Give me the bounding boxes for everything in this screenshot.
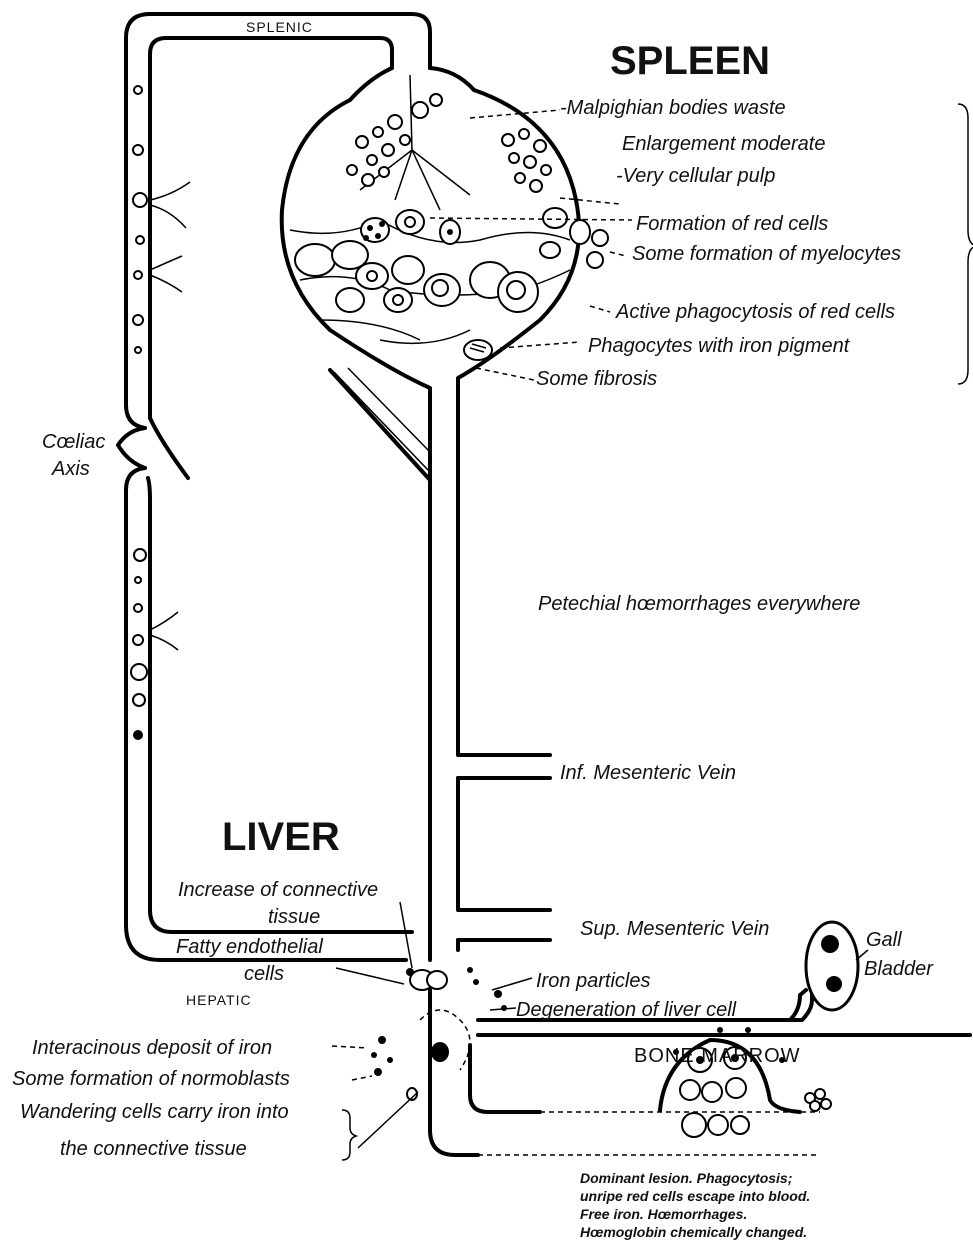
dominant-lesion-note: Free iron. Hœmorrhages. (580, 1206, 747, 1222)
liver-note: Degeneration of liver cell (516, 999, 737, 1021)
spleen-note: Enlargement moderate (622, 133, 825, 155)
liver-note: cells (244, 963, 284, 985)
spleen-organ (282, 75, 608, 400)
coeliac-label-2: Axis (51, 458, 90, 480)
left-note: Interacinous deposit of iron (32, 1037, 272, 1059)
left-note: Some formation of normoblasts (12, 1068, 290, 1090)
liver-note: Iron particles (536, 970, 651, 992)
coeliac-label-1: Cœliac (42, 431, 105, 453)
left-note: Wandering cells carry iron into (20, 1101, 289, 1123)
dominant-lesion-note: unripe red cells escape into blood. (580, 1188, 810, 1204)
liver-note: tissue (268, 906, 320, 928)
liver-title: LIVER (222, 815, 340, 859)
petechial-label: Petechial hœmorrhages everywhere (538, 593, 860, 615)
hepatic-label: HEPATIC (186, 992, 252, 1008)
spleen-title: SPLEEN (610, 39, 770, 83)
spleen-note: Some fibrosis (536, 368, 657, 390)
dominant-lesion-note: Dominant lesion. Phagocytosis; (580, 1170, 792, 1186)
inf-mesenteric-label: Inf. Mesenteric Vein (560, 762, 736, 784)
gall-label-2: Bladder (864, 958, 934, 980)
sup-mesenteric-label: Sup. Mesenteric Vein (580, 918, 769, 940)
portal-vein (330, 368, 550, 960)
gall-label-1: Gall (866, 929, 902, 951)
spleen-note: Phagocytes with iron pigment (588, 335, 851, 357)
spleen-notes-bracket (958, 104, 973, 384)
spleen-note: -Very cellular pulp (616, 165, 775, 187)
left-note: the connective tissue (60, 1138, 247, 1160)
spleen-note: -Malpighian bodies waste (560, 97, 786, 119)
dominant-lesion-note: Hœmoglobin chemically changed. (580, 1224, 807, 1240)
spleen-note: Formation of red cells (636, 213, 828, 235)
vessel-cells (131, 86, 190, 740)
liver-note: Fatty endothelial (176, 936, 323, 958)
liver-note: Increase of connective (178, 879, 378, 901)
bone-marrow-label: BONE MARROW (634, 1045, 801, 1067)
spleen-note: Active phagocytosis of red cells (615, 301, 895, 323)
wandering-bracket (342, 1110, 356, 1160)
splenic-label: SPLENIC (246, 19, 313, 35)
spleen-note: Some formation of myelocytes (632, 243, 901, 265)
